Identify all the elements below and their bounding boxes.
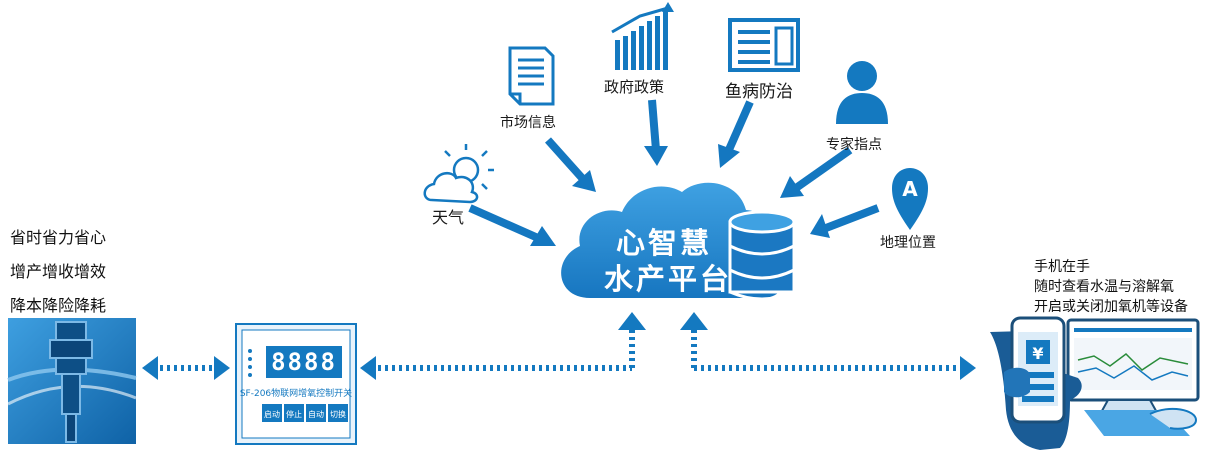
sensor-probe (7, 318, 137, 444)
mobile-line-2: 随时查看水温与溶解氧 (1034, 279, 1174, 295)
arrow-location (810, 204, 880, 238)
person-icon (836, 61, 888, 124)
location-pin-icon: A (892, 168, 928, 230)
arrow-weather (468, 204, 556, 246)
link-controller-cloud (360, 312, 646, 380)
arrow-market (545, 137, 596, 192)
source-arrows (468, 99, 880, 246)
benefit-line-3: 降本降险降耗 (10, 296, 107, 315)
stop-button[interactable] (284, 404, 304, 422)
auto-button-label: 自动 (308, 409, 324, 419)
controller-label: SF-206物联网增氧控制开关 (240, 387, 352, 399)
link-probe-controller (142, 356, 230, 380)
gov-policy-label: 政府政策 (604, 78, 665, 96)
arrow-fish-disease (718, 100, 754, 168)
switch-button-label: 切换 (330, 409, 346, 419)
link-cloud-mobile (680, 312, 976, 380)
mobile-and-monitor: ¥ (990, 316, 1200, 450)
benefit-line-2: 增产增收增效 (10, 262, 107, 281)
platform-title-line1: 心智慧 (616, 226, 713, 260)
auto-button[interactable] (306, 404, 326, 422)
bar-chart-icon (611, 2, 674, 70)
mobile-line-1: 手机在手 (1034, 259, 1090, 275)
stop-button-label: 停止 (286, 409, 302, 419)
arrow-expert (780, 146, 853, 198)
database-icon (728, 210, 796, 301)
newspaper-icon (728, 18, 800, 72)
location-label: 地理位置 (880, 235, 936, 251)
benefit-line-1: 省时省力省心 (10, 228, 107, 247)
controller-display (266, 346, 342, 378)
arrow-policy (644, 99, 668, 166)
keyboard (1084, 407, 1198, 436)
document-icon (508, 46, 555, 106)
expert-guidance-label: 专家指点 (826, 137, 882, 153)
switch-button[interactable] (328, 404, 348, 422)
weather-icon (423, 144, 494, 204)
weather-label: 天气 (432, 208, 465, 227)
start-button-label: 启动 (264, 409, 280, 419)
location-marker-letter: A (902, 177, 918, 201)
start-button[interactable] (262, 404, 282, 422)
controller-display-digits: 8888 (271, 348, 337, 376)
mobile-line-3: 开启或关闭加氧机等设备 (1034, 299, 1188, 315)
fish-disease-label: 鱼病防治 (725, 82, 793, 102)
hand-holding-phone: ¥ (990, 316, 1082, 450)
dotted-connectors (142, 312, 976, 380)
yen-icon: ¥ (1032, 344, 1043, 363)
aeration-controller: 8888 SF-206物联网增氧控制开关 启动 停止 自动 切换 (235, 323, 357, 445)
market-info-label: 市场信息 (500, 115, 556, 131)
platform-title-line2: 水产平台 (604, 262, 733, 296)
monitor (1066, 318, 1200, 419)
